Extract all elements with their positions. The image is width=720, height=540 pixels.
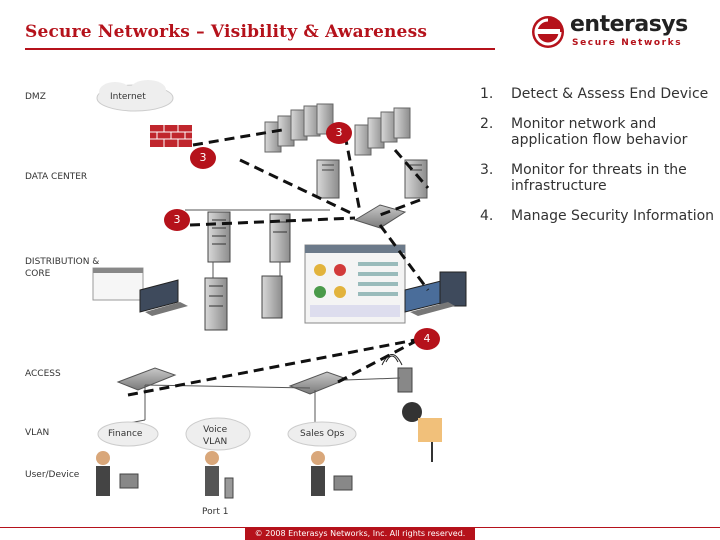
- workstation-right-icon: [404, 271, 467, 316]
- port-label: Port 1: [202, 507, 229, 517]
- list-item-number: 4.: [480, 208, 494, 224]
- badge-step-4: 4: [414, 328, 440, 350]
- list-item: 4. Manage Security Information: [480, 208, 715, 224]
- user-finance-icon: [96, 451, 139, 496]
- monitoring-flows: [127, 128, 430, 397]
- list-item-text: Manage Security Information: [511, 208, 715, 224]
- firewall-icon: [150, 125, 192, 147]
- logo-mark-icon: [532, 16, 564, 48]
- core-chassis-bottom-icon: [204, 277, 228, 331]
- zone-label-data-center: DATA CENTER: [25, 172, 88, 182]
- datacenter-switch-icon: [353, 204, 407, 229]
- list-item-number: 3.: [480, 162, 494, 178]
- wireless-user-icon: [402, 402, 442, 462]
- slide-title: Secure Networks – Visibility & Awareness: [25, 22, 428, 42]
- user-sales-icon: [311, 451, 353, 496]
- list-item: 3. Monitor for threats in the infrastruc…: [480, 162, 715, 194]
- voice-vlan-label: Voice VLAN: [203, 424, 227, 448]
- voice-vlan-label-line2: VLAN: [203, 437, 228, 447]
- server-cluster-right-icon: [354, 107, 411, 156]
- list-item: 1. Detect & Assess End Device: [480, 86, 715, 102]
- workstation-left-icon: [139, 279, 188, 316]
- zone-label-vlan: VLAN: [25, 428, 50, 438]
- list-item-number: 2.: [480, 116, 494, 132]
- copyright-footer: © 2008 Enterasys Networks, Inc. All righ…: [245, 527, 475, 540]
- list-item-text: Monitor network and application flow beh…: [511, 116, 688, 148]
- zone-label-user-device: User/Device: [25, 470, 80, 480]
- voice-vlan-label-line1: Voice: [203, 425, 228, 435]
- zone-label-dmz: DMZ: [25, 92, 46, 102]
- network-links: [117, 209, 401, 426]
- internet-cloud-icon: [96, 80, 174, 112]
- badge-step-3-core: 3: [164, 209, 190, 231]
- list-item-text: Detect & Assess End Device: [511, 86, 709, 102]
- user-voice-icon: [205, 451, 234, 499]
- zone-label-core: CORE: [25, 269, 51, 279]
- voice-vlan-cloud-icon: [185, 417, 251, 451]
- core-chassis-bottom-right-icon: [261, 275, 283, 319]
- access-switch-middle-icon: [288, 371, 349, 395]
- access-switch-left-icon: [116, 367, 177, 391]
- access-point-icon: [381, 354, 413, 393]
- capabilities-list: 1. Detect & Assess End Device 2. Monitor…: [480, 86, 715, 238]
- list-item-number: 1.: [480, 86, 494, 102]
- server-cluster-left-icon: [264, 103, 334, 153]
- badge-step-3-top: 3: [326, 122, 352, 144]
- finance-label: Finance: [108, 429, 143, 439]
- finance-cloud-icon: [97, 421, 159, 447]
- sales-ops-cloud-icon: [287, 421, 357, 447]
- zone-label-distribution: DISTRIBUTION &: [25, 257, 100, 267]
- zone-label-access: ACCESS: [25, 369, 61, 379]
- logo-wordmark: enterasys: [570, 12, 688, 37]
- title-underline: [25, 48, 495, 50]
- list-item-text: Monitor for threats in the infrastructur…: [511, 162, 687, 194]
- core-chassis-top-icon: [207, 211, 231, 263]
- logo-tagline: Secure Networks: [572, 38, 683, 48]
- badge-step-3-left: 3: [190, 147, 216, 169]
- server-tower-left-icon: [316, 159, 340, 199]
- enterasys-logo: enterasys Secure Networks: [530, 12, 710, 52]
- zone-label-distribution-core: DISTRIBUTION & CORE: [25, 256, 99, 280]
- internet-label: Internet: [110, 92, 146, 102]
- sales-ops-label: Sales Ops: [300, 429, 345, 439]
- secondary-window-icon: [92, 267, 144, 301]
- dashboard-screenshot-icon: [304, 244, 406, 324]
- list-item: 2. Monitor network and application flow …: [480, 116, 715, 148]
